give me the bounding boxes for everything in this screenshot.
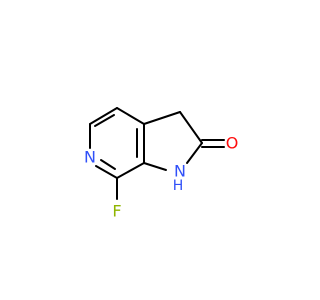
atom-label-carbonyl-o: O [226,134,239,153]
atom-label-amide-n: N [174,162,186,181]
bond-n1-c7a [143,162,167,171]
bond-c3a-c4 [116,107,145,125]
bond-c4-c5 [89,107,118,125]
atom-label-fluorine: F [112,202,121,221]
bond-c3-c2 [179,111,203,144]
bond-c3a-c3 [143,111,181,125]
atom-label-amide-h: H [173,178,184,194]
bond-c7-c7a [116,162,145,179]
bond-n6-c7 [95,165,118,179]
bond-c4-c5-inner [94,114,115,127]
bond-c2-n1 [186,142,203,164]
bond-n6-c7-inner [100,159,116,170]
atom-label-pyridine-n: N [84,148,96,167]
molecule-structure: N F N H O [84,107,239,221]
